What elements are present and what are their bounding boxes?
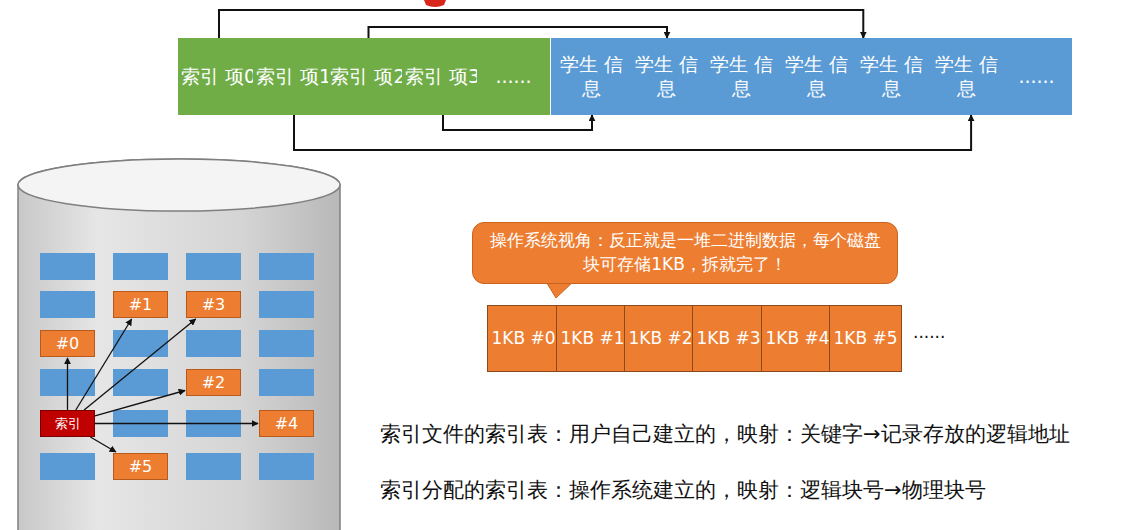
index-block: 索引 [40,410,95,437]
disk-block: 1KB #2 [624,305,697,372]
disk-block-label: #2 [186,369,241,396]
note-text: 索引文件的索引表：用户自己建立的，映射：关键字→记录存放的逻辑地址 [380,420,1070,448]
node-text: 索引 项1 [256,65,331,89]
disk-block [113,253,168,280]
node-text: 学生 信息 [926,53,1007,101]
disk-block [259,453,314,480]
disk-block: 1KB #5 [829,305,902,372]
disk-block: 1KB #1 [556,305,629,372]
index-arrow [67,358,68,410]
student-record: ...... [1001,38,1073,115]
disk-block [259,369,314,396]
node-text: 索引 项0 [181,65,256,89]
index-arrow [95,391,185,416]
index-item: 索引 项2 [328,38,409,115]
node-text: 学生 信息 [701,53,782,101]
note-text: 索引分配的索引表：操作系统建立的，映射：逻辑块号→物理块号 [380,476,986,504]
ellipsis-label: ...... [913,322,945,342]
node-text: 索引 [55,415,81,433]
disk-block [186,253,241,280]
index-arrow [90,437,116,452]
node-text: 1KB #0 [491,327,555,349]
disk-block: 1KB #3 [692,305,765,372]
pointer-arrow [219,10,863,38]
index-item: 索引 项0 [178,38,260,115]
node-text: 学生 信息 [626,53,707,101]
disk-block-label: #4 [259,410,314,437]
disk-block-label: #0 [40,330,95,357]
node-text: 操作系统视角：反正就是一堆二进制数据，每个磁盘块可存储1KB，拆就完了！ [487,229,883,277]
node-text: #3 [202,295,226,314]
node-text: 1KB #2 [628,327,692,349]
disk-block [40,453,95,480]
node-text: 1KB #5 [833,327,897,349]
disk-blocks [40,253,314,480]
student-record: 学生 信息 [626,38,708,115]
node-text: 索引 项2 [330,65,405,89]
index-arrow [84,319,196,410]
node-text: ...... [495,65,531,89]
student-record: 学生 信息 [551,38,633,115]
student-record: 学生 信息 [926,38,1008,115]
node-text: ...... [1018,65,1054,89]
node-text: #0 [56,334,80,353]
node-text: 1KB #1 [560,327,624,349]
node-text: 学生 信息 [551,53,632,101]
disk-block [186,453,241,480]
disk-block-label: #1 [113,291,168,318]
node-text: 学生 信息 [776,53,857,101]
disk-block-label: #5 [113,453,168,480]
disk-block [259,291,314,318]
node-text: 1KB #3 [696,327,760,349]
disk-top [18,159,340,211]
pointer-arrow [443,115,592,130]
node-text: #4 [275,414,299,433]
student-record: 学生 信息 [701,38,783,115]
callout-bubble: 操作系统视角：反正就是一堆二进制数据，每个磁盘块可存储1KB，拆就完了！ [472,222,898,284]
node-text: #2 [202,373,226,392]
red-mark [424,0,446,7]
pointer-arrow [369,27,668,38]
disk-cylinder [18,159,340,530]
node-text: 学生 信息 [851,53,932,101]
node-text: 索引 项3 [405,65,480,89]
student-record: 学生 信息 [851,38,933,115]
student-record: 学生 信息 [776,38,858,115]
index-item: ...... [477,38,551,115]
disk-block [186,330,241,357]
disk-block [259,253,314,280]
node-text: #5 [129,457,153,476]
disk-block [259,330,314,357]
index-arrow [95,423,258,424]
index-item: 索引 项3 [402,38,484,115]
disk-block [40,291,95,318]
pointer-arrow [294,115,971,150]
disk-block: 1KB #0 [487,305,560,372]
disk-block [113,330,168,357]
disk-block [40,253,95,280]
disk-block: 1KB #4 [761,305,834,372]
index-item: 索引 项1 [253,38,335,115]
node-text: #1 [129,295,153,314]
node-text: 1KB #4 [765,327,829,349]
disk-block [113,369,168,396]
disk-block-label: #3 [186,291,241,318]
